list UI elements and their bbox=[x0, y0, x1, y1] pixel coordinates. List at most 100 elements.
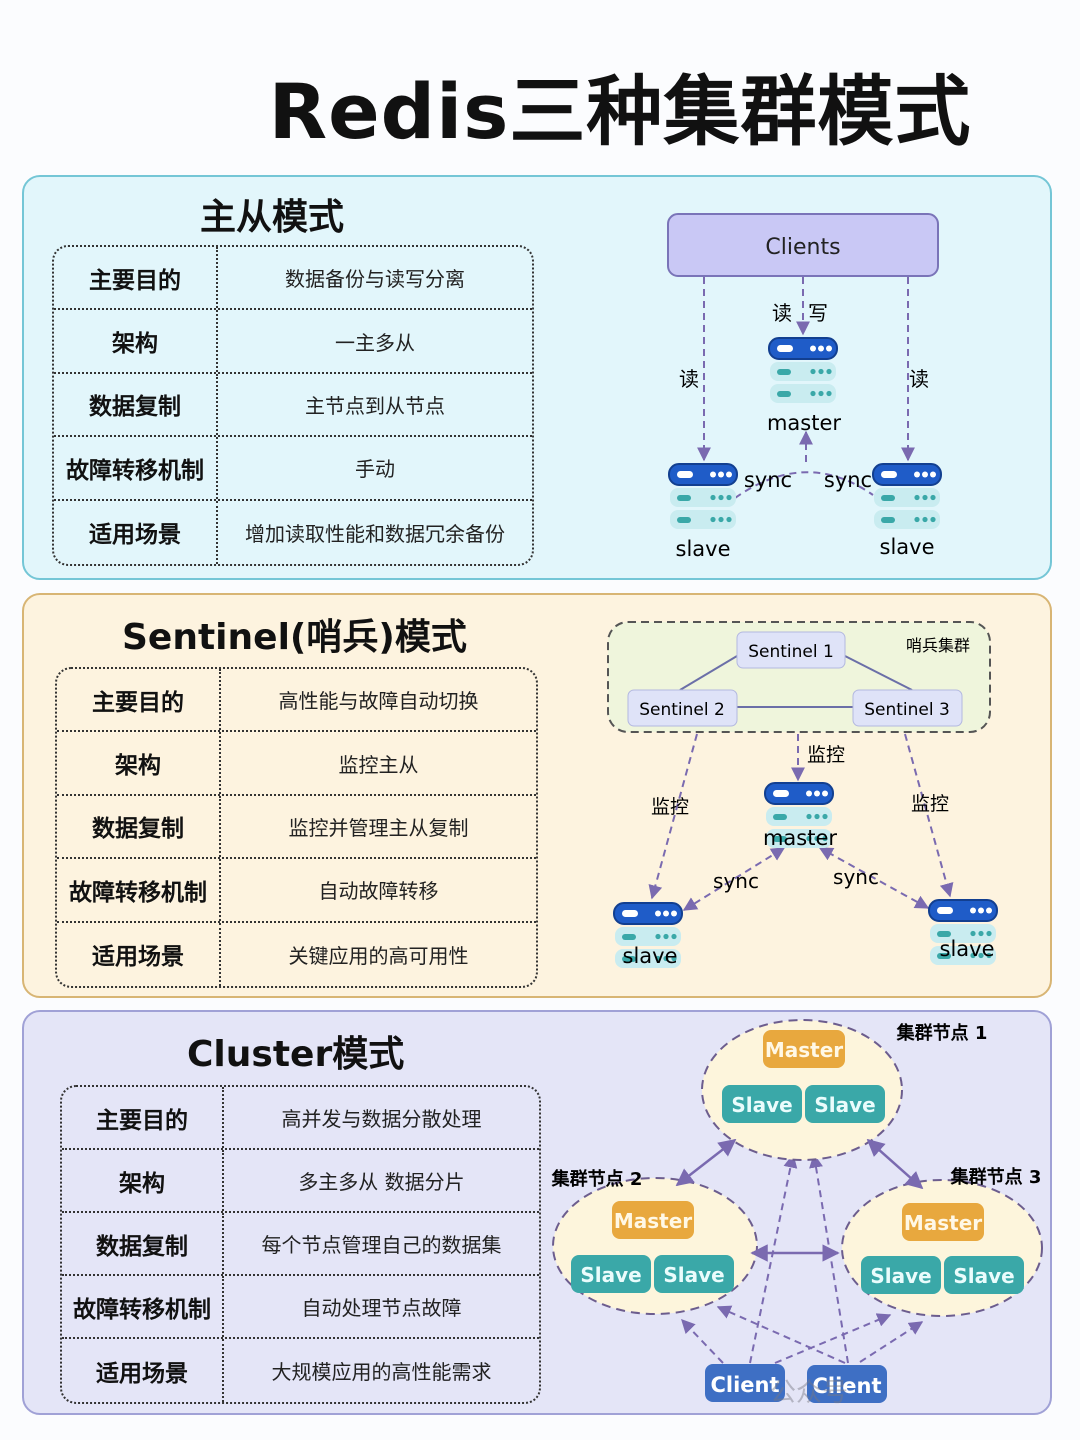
slave-box bbox=[805, 1085, 885, 1123]
monitor-arrow bbox=[648, 733, 698, 900]
master-label: master bbox=[763, 826, 837, 850]
sync-curve bbox=[734, 471, 874, 499]
sync-label: sync bbox=[744, 468, 792, 492]
row-key: 主要目的 bbox=[54, 247, 218, 309]
sentinel-title: Sentinel(哨兵)模式 bbox=[122, 617, 467, 658]
row-key: 数据复制 bbox=[54, 373, 218, 436]
slave-box bbox=[571, 1255, 651, 1293]
sentinel-diagram: 哨兵集群 Sentinel 1 Sentinel 2 Sentinel 3 监控… bbox=[607, 621, 998, 968]
master-label: master bbox=[767, 411, 841, 435]
sentinel-3-label: Sentinel 3 bbox=[864, 700, 950, 720]
sync-label: sync bbox=[824, 468, 872, 492]
sentinel-2-label: Sentinel 2 bbox=[639, 700, 725, 720]
sentinel-cluster-label: 哨兵集群 bbox=[906, 636, 970, 655]
table-row: 数据复制 每个节点管理自己的数据集 bbox=[62, 1213, 539, 1276]
table-row: 故障转移机制 手动 bbox=[54, 437, 532, 501]
table-row: 架构多主多从 数据分片 bbox=[62, 1150, 539, 1213]
read-label: 读 bbox=[772, 301, 792, 325]
row-value: 增加读取性能和数据冗余备份 bbox=[245, 521, 505, 546]
slave-label: slave bbox=[676, 537, 731, 561]
node-1-label: 集群节点 1 bbox=[896, 1022, 988, 1044]
slave-server-icon bbox=[668, 463, 738, 529]
slave-server-icon bbox=[872, 463, 942, 529]
slave-server-icon bbox=[613, 902, 683, 968]
slave-label: Slave bbox=[870, 1264, 931, 1288]
master-box bbox=[612, 1201, 694, 1239]
table-row: 数据复制 主节点到从节点 bbox=[54, 373, 532, 438]
master-slave-table: 主要目的数据备份与读写分离架构一主多从数据复制 主节点到从节点故障转移机制 手动适用… bbox=[52, 245, 534, 566]
client-arrow bbox=[809, 1153, 849, 1364]
row-value: 监控主从 bbox=[338, 752, 419, 777]
sentinel-table: 主要目的高性能与故障自动切换架构监控主从数据复制监控并管理主从复制故障转移机制自… bbox=[55, 667, 538, 988]
master-label: Master bbox=[614, 1209, 692, 1233]
watermark: 公众号 bbox=[770, 1378, 849, 1408]
monitor-arrow bbox=[904, 733, 954, 898]
sentinel-1-label: Sentinel 1 bbox=[748, 642, 834, 662]
row-key: 数据复制 bbox=[62, 1213, 224, 1274]
row-value: 每个节点管理自己的数据集 bbox=[261, 1233, 502, 1257]
client-box bbox=[705, 1364, 785, 1402]
master-box bbox=[902, 1203, 984, 1241]
row-key: 架构 bbox=[57, 732, 221, 794]
slave-box bbox=[861, 1256, 941, 1294]
slave-label: slave bbox=[880, 535, 935, 559]
row-value: 手动 bbox=[355, 457, 395, 482]
row-value: 自动故障转移 bbox=[318, 879, 439, 904]
node-link bbox=[866, 1138, 924, 1190]
table-row: 主要目的数据备份与读写分离 bbox=[54, 247, 532, 311]
sync-label: sync bbox=[833, 865, 879, 889]
row-value: 关键应用的高可用性 bbox=[288, 943, 469, 968]
client-label: Client bbox=[812, 1374, 881, 1398]
slave-label: Slave bbox=[953, 1264, 1014, 1288]
sync-label: sync bbox=[713, 869, 759, 893]
sync-arrow bbox=[682, 847, 786, 911]
row-key: 故障转移机制 bbox=[54, 437, 218, 499]
table-row: 架构 监控主从 bbox=[57, 732, 536, 796]
slave-label: Slave bbox=[580, 1263, 641, 1287]
master-server-icon bbox=[764, 782, 834, 848]
page-title: Redis三种集群模式 bbox=[268, 67, 972, 156]
row-key: 数据复制 bbox=[57, 795, 221, 858]
master-server-icon bbox=[768, 337, 838, 403]
row-value: 主节点到从节点 bbox=[305, 393, 445, 418]
table-row: 主要目的 高并发与数据分散处理 bbox=[62, 1087, 539, 1150]
slave-label: Slave bbox=[663, 1263, 724, 1287]
read-label: 读 bbox=[679, 367, 699, 391]
sentinel-link bbox=[679, 655, 738, 691]
row-value: 多主多从 数据分片 bbox=[298, 1170, 465, 1194]
table-row: 适用场景大规模应用的高性能需求 bbox=[62, 1339, 539, 1402]
sync-arrow bbox=[818, 847, 930, 909]
row-key: 故障转移机制 bbox=[62, 1276, 224, 1337]
slave-label: Slave bbox=[814, 1093, 875, 1117]
clients-box bbox=[667, 213, 939, 277]
row-value: 高并发与数据分散处理 bbox=[281, 1107, 482, 1131]
row-key: 主要目的 bbox=[62, 1087, 224, 1148]
sentinel-link bbox=[844, 655, 913, 691]
row-key: 适用场景 bbox=[54, 500, 218, 564]
master-slave-title: 主从模式 bbox=[200, 197, 345, 238]
client-arrow bbox=[774, 1313, 892, 1364]
cluster-title: Cluster模式 bbox=[187, 1034, 405, 1075]
clients-label: Clients bbox=[765, 235, 840, 260]
slave-box bbox=[944, 1256, 1024, 1294]
master-box bbox=[763, 1030, 845, 1068]
master-slave-diagram: Clients 读 读 写 读 master slave slave sync … bbox=[667, 213, 942, 561]
client-box bbox=[807, 1365, 887, 1403]
table-row: 数据复制监控并管理主从复制 bbox=[57, 795, 536, 860]
node-link bbox=[675, 1138, 737, 1187]
node-2-label: 集群节点 2 bbox=[551, 1168, 643, 1190]
table-row: 架构一主多从 bbox=[54, 310, 532, 374]
master-label: Master bbox=[904, 1211, 982, 1235]
client-arrow bbox=[749, 1153, 798, 1364]
client-arrow bbox=[681, 1318, 724, 1364]
node-3-label: 集群节点 3 bbox=[950, 1166, 1042, 1188]
row-value: 自动处理节点故障 bbox=[301, 1296, 462, 1320]
row-key: 适用场景 bbox=[57, 922, 221, 986]
sentinel-1-box bbox=[736, 631, 846, 669]
client-label: Client bbox=[710, 1373, 779, 1397]
row-key: 主要目的 bbox=[57, 669, 221, 731]
